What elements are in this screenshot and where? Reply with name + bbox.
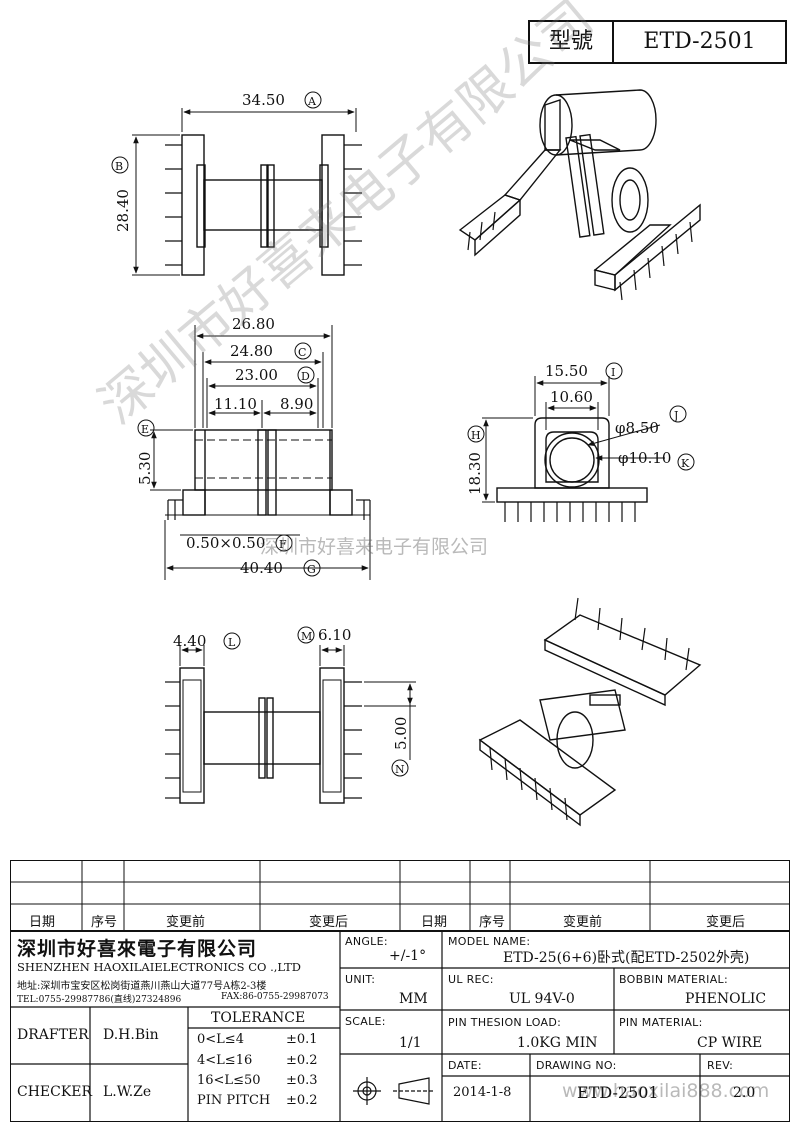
drawing-no-label: DRAWING NO: (536, 1059, 617, 1072)
dim-w3: 23.00 (235, 366, 278, 384)
bobbin-material-label: BOBBIN MATERIAL: (619, 973, 728, 986)
dim-b-w1: 4.40 (173, 632, 206, 650)
dim-end-w2: 10.60 (550, 388, 593, 406)
company-fax: FAX:86-0755-29987073 (221, 992, 329, 1002)
header-model-value: ETD-2501 (643, 29, 756, 54)
front-view (150, 325, 371, 580)
title-block: 深圳市好喜來電子有限公司 SHENZHEN HAOXILAIELECTRONIC… (9, 929, 790, 1122)
company-name-cn: 深圳市好喜來電子有限公司 (17, 938, 258, 960)
unit-value: MM (399, 991, 428, 1007)
dim-d1: φ8.50 (615, 419, 659, 437)
projection-symbol (349, 1071, 439, 1115)
pin-load-label: PIN THESION LOAD: (448, 1016, 562, 1029)
dim-top-height: 28.40 (114, 189, 132, 232)
rev-header-before-2: 变更前 (563, 915, 603, 930)
header-box: 型號 ETD-2501 (528, 20, 787, 64)
tol-value-4: ±0.2 (286, 1093, 318, 1108)
tol-range-2: 4<L≤16 (197, 1053, 253, 1068)
rev-value: 2.0 (733, 1085, 756, 1101)
company-tel: TEL:0755-29987786(直线)27324896 (17, 995, 182, 1005)
pin-material-value: CP WIRE (697, 1035, 763, 1051)
rev-header-after-2: 变更后 (706, 915, 746, 930)
drafter-name: D.H.Bin (103, 1027, 159, 1043)
tag-m: M (301, 630, 312, 643)
pin-load-value: 1.0KG MIN (517, 1035, 598, 1051)
top-view (132, 108, 362, 276)
tag-j: J (673, 409, 678, 422)
angle-value: +/-1° (389, 948, 427, 964)
rev-label: REV: (707, 1059, 734, 1072)
bottom-view (165, 645, 416, 804)
dim-b-w2: 6.10 (318, 626, 351, 644)
scale-value: 1/1 (399, 1035, 422, 1051)
company-name-en: SHENZHEN HAOXILAIELECTRONICS CO .,LTD (17, 960, 301, 974)
tol-range-3: 16<L≤50 (197, 1073, 261, 1088)
dim-pin: 0.50×0.50 (186, 534, 265, 552)
tol-value-2: ±0.2 (286, 1053, 318, 1068)
end-view (482, 376, 665, 522)
dim-top-width: 34.50 (242, 91, 285, 109)
iso-view-top (458, 89, 701, 301)
scale-label: SCALE: (345, 1015, 386, 1028)
tol-range-4: PIN PITCH (197, 1093, 271, 1108)
rev-header-no-2: 序号 (479, 915, 506, 930)
pin-material-label: PIN MATERIAL: (619, 1016, 703, 1029)
tag-l: L (228, 636, 236, 649)
rev-header-no-1: 序号 (91, 915, 118, 930)
tol-range-1: 0<L≤4 (197, 1032, 244, 1047)
revision-table: 日期 序号 变更前 变更后 日期 序号 变更前 变更后 (9, 859, 790, 932)
dim-d2: φ10.10 (618, 449, 671, 467)
tag-h: H (471, 429, 481, 442)
drawing-no-value: ETD-2501 (577, 1083, 659, 1102)
tag-n: N (395, 763, 405, 776)
tag-b: B (115, 160, 123, 173)
dim-h1: 5.30 (136, 452, 154, 485)
tag-d: D (301, 370, 310, 383)
dim-b-pitch: 5.00 (392, 717, 410, 750)
dim-base-width: 40.40 (240, 559, 283, 577)
checker-label: CHECKER (17, 1084, 93, 1100)
date-value: 2014-1-8 (453, 1085, 512, 1100)
tol-value-3: ±0.3 (286, 1073, 318, 1088)
tag-k: K (681, 457, 690, 470)
dim-w5: 8.90 (280, 395, 313, 413)
rev-header-after-1: 变更后 (309, 915, 349, 930)
header-model-label: 型號 (530, 22, 614, 62)
company-address: 地址:深圳市宝安区松岗街道燕川燕山大道77号A栋2-3楼 (17, 981, 267, 992)
tol-value-1: ±0.1 (286, 1032, 318, 1047)
angle-label: ANGLE: (345, 935, 388, 948)
rev-header-date-2: 日期 (421, 915, 448, 930)
rev-header-date-1: 日期 (29, 915, 56, 930)
tag-g: G (307, 563, 316, 576)
dim-w1: 26.80 (232, 315, 275, 333)
date-label: DATE: (448, 1059, 482, 1072)
model-name-label: MODEL NAME: (448, 935, 531, 948)
dim-end-h: 18.30 (466, 452, 484, 495)
technical-drawing: 34.50 A 28.40 B 26.80 24.80 C 23.00 D 11… (111, 89, 702, 827)
dim-w4: 11.10 (214, 395, 257, 413)
rev-header-before-1: 变更前 (166, 915, 206, 930)
tag-a: A (307, 95, 317, 108)
iso-view-bottom (478, 597, 702, 827)
ul-rec-label: UL REC: (448, 973, 494, 986)
unit-label: UNIT: (345, 973, 376, 986)
tolerance-label: TOLERANCE (211, 1010, 306, 1026)
tag-e: E (141, 423, 149, 436)
tag-i: I (611, 366, 615, 379)
bobbin-material-value: PHENOLIC (685, 991, 767, 1007)
tag-c: C (298, 346, 306, 359)
dim-w2: 24.80 (230, 342, 273, 360)
drafter-label: DRAFTER (17, 1027, 89, 1043)
checker-name: L.W.Ze (103, 1084, 152, 1100)
tag-f: F (279, 538, 287, 551)
dim-end-w: 15.50 (545, 362, 588, 380)
model-name-value: ETD-25(6+6)卧式(配ETD-2502外壳) (503, 950, 750, 966)
ul-rec-value: UL 94V-0 (509, 991, 575, 1007)
